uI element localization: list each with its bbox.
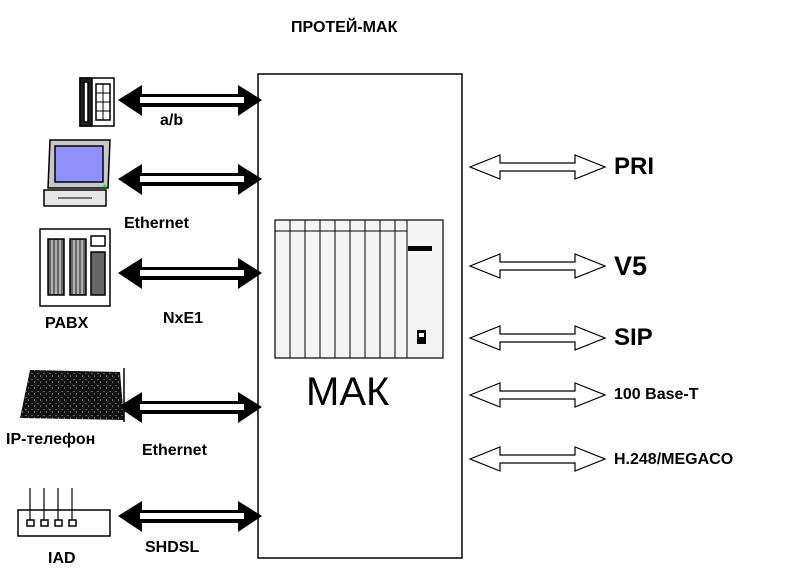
interface-label-h248: H.248/MEGACO: [614, 452, 733, 468]
arrow-ethernet-1: [118, 164, 262, 195]
computer-icon: [44, 140, 110, 206]
arrow-ethernet-2: [118, 392, 262, 423]
left-arrows: [118, 85, 262, 532]
arrow-sip: [470, 326, 605, 350]
link-label-shdsl: SHDSL: [145, 540, 199, 556]
arrow-ab: [118, 85, 262, 116]
link-label-ethernet-2: Ethernet: [142, 443, 207, 459]
rack-image: [275, 220, 443, 358]
link-label-ethernet-1: Ethernet: [124, 216, 189, 232]
arrow-h248: [470, 447, 605, 471]
device-label-pabx: PABX: [45, 316, 88, 332]
device-label-ip-phone: IP-телефон: [6, 432, 95, 448]
arrow-v5: [470, 254, 605, 278]
diagram-title: ПРОТЕЙ-МАК: [291, 20, 397, 36]
arrow-shdsl: [118, 501, 262, 532]
arrow-nxe1: [118, 258, 262, 289]
iad-icon: [18, 488, 110, 536]
telephone-icon: [80, 78, 114, 126]
right-arrows: [470, 155, 605, 471]
interface-label-pri: PRI: [614, 155, 654, 179]
device-label-iad: IAD: [48, 551, 76, 567]
link-label-ab: a/b: [160, 113, 183, 129]
interface-label-v5: V5: [614, 253, 647, 280]
arrow-pri: [470, 155, 605, 179]
link-label-nxe1: NxE1: [163, 311, 203, 327]
pabx-icon: [40, 229, 110, 306]
ip-phone-icon: [20, 368, 124, 422]
arrow-100base: [470, 383, 605, 407]
interface-label-sip: SIP: [614, 326, 653, 350]
mak-label: МАК: [306, 372, 389, 412]
interface-label-100base-t: 100 Base-T: [614, 387, 699, 403]
